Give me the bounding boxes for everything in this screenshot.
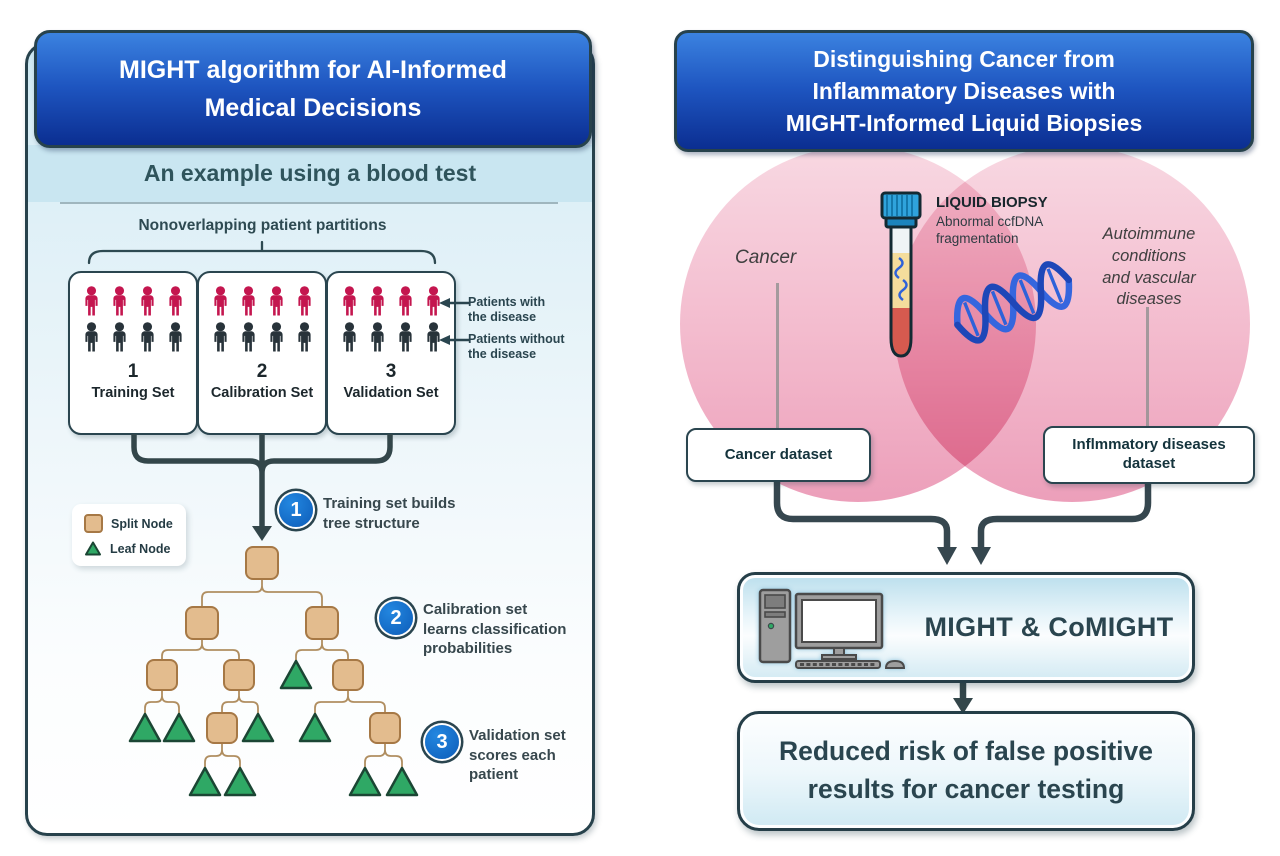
cancer-connector-line <box>776 283 779 430</box>
merge-connector-arrow <box>131 434 393 541</box>
split-node-icon <box>84 514 103 533</box>
step-3-text: Validation set scores each patient <box>469 727 566 783</box>
person-icon <box>168 322 182 352</box>
person-icon <box>297 286 311 316</box>
decision-tree-diagram <box>128 546 419 797</box>
cancer-dataset-box: Cancer dataset <box>686 428 871 482</box>
person-icon <box>398 322 412 352</box>
person-icon <box>426 286 440 316</box>
person-icon <box>426 322 440 352</box>
outcome-text: Reduced risk of false positive results f… <box>778 736 1154 804</box>
dataset-to-might-arrows <box>773 479 1152 565</box>
partitions-label: Nonoverlapping patient partitions <box>138 217 387 234</box>
legend-label: Leaf Node <box>110 541 171 556</box>
person-icon <box>112 286 126 316</box>
step-2-badge: 2 <box>379 601 413 635</box>
person-icon <box>168 286 182 316</box>
person-icon <box>84 286 98 316</box>
autoimmune-connector-line <box>1146 307 1149 428</box>
set-number: 3 <box>385 361 397 382</box>
person-icon <box>370 322 384 352</box>
patients-with-disease-icons <box>339 286 444 317</box>
person-icon <box>269 286 283 316</box>
person-icon <box>269 322 283 352</box>
set-label: Training Set <box>91 385 175 401</box>
legend-row-split: Split Node <box>84 514 186 533</box>
person-icon <box>342 286 356 316</box>
legend-label: Split Node <box>111 516 173 531</box>
right-panel-title: Distinguishing Cancer from Inflammatory … <box>674 30 1254 152</box>
person-icon <box>213 322 227 352</box>
cancer-dataset-label: Cancer dataset <box>724 445 833 463</box>
patients-without-disease-icons <box>210 322 315 353</box>
outcome-box: Reduced risk of false positive results f… <box>737 711 1195 831</box>
person-icon <box>297 322 311 352</box>
person-icon <box>140 286 154 316</box>
patients-without-disease-icons <box>339 322 444 353</box>
set-number: 2 <box>256 361 268 382</box>
person-icon <box>112 322 126 352</box>
person-icon <box>140 322 154 352</box>
right-panel-title-text: Distinguishing Cancer from Inflammatory … <box>785 45 1143 137</box>
left-panel-title-text: MIGHT algorithm for AI-Informed Medical … <box>119 56 507 122</box>
cancer-label: Cancer <box>735 247 797 268</box>
annotation-arrows-icon <box>439 298 470 345</box>
legend-row-leaf: Leaf Node <box>84 541 186 556</box>
left-panel-subtitle: An example using a blood test <box>28 145 592 202</box>
brace-icon <box>87 240 437 265</box>
autoimmune-label: Autoimmune conditions and vascular disea… <box>1102 225 1196 309</box>
left-panel-title: MIGHT algorithm for AI-Informed Medical … <box>34 30 592 148</box>
validation-set-card: 3 Validation Set <box>326 271 456 435</box>
test-tube-icon <box>880 191 922 358</box>
liquid-biopsy-title: LIQUID BIOPSY <box>936 194 1048 211</box>
patients-without-disease-label: Patients without the disease <box>468 332 565 362</box>
inflammatory-dataset-box: Inflmmatory diseases dataset <box>1043 426 1255 484</box>
person-icon <box>342 322 356 352</box>
computer-icon <box>758 588 906 669</box>
step-1-text: Training set builds tree structure <box>323 495 456 532</box>
set-label: Validation Set <box>343 385 439 401</box>
dna-helix-icon <box>953 261 1073 344</box>
step-1-badge: 1 <box>279 493 313 527</box>
person-icon <box>241 286 255 316</box>
patients-with-disease-icons <box>210 286 315 317</box>
person-icon <box>213 286 227 316</box>
patients-with-disease-icons <box>81 286 186 317</box>
set-number: 1 <box>127 361 139 382</box>
liquid-biopsy-subtitle: Abnormal ccfDNA fragmentation <box>936 214 1044 246</box>
step-2-text: Calibration set learns classification pr… <box>423 601 567 657</box>
person-icon <box>398 286 412 316</box>
person-icon <box>370 286 384 316</box>
step-3-badge: 3 <box>425 725 459 759</box>
calibration-set-card: 2 Calibration Set <box>197 271 327 435</box>
set-label: Calibration Set <box>210 385 314 401</box>
inflammatory-dataset-label: Inflmmatory diseases dataset <box>1072 436 1226 472</box>
might-to-outcome-arrow <box>953 678 973 714</box>
left-panel-subtitle-text: An example using a blood test <box>143 160 477 186</box>
subtitle-divider <box>60 202 558 204</box>
might-comight-box: MIGHT & CoMIGHT <box>737 572 1195 683</box>
training-set-card: 1 Training Set <box>68 271 198 435</box>
patients-without-disease-icons <box>81 322 186 353</box>
leaf-node-icon <box>85 541 101 556</box>
person-icon <box>84 322 98 352</box>
legend: Split Node Leaf Node <box>72 504 186 566</box>
patients-with-disease-label: Patients with the disease <box>468 295 546 325</box>
person-icon <box>241 322 255 352</box>
might-comight-label: MIGHT & CoMIGHT <box>924 612 1174 642</box>
